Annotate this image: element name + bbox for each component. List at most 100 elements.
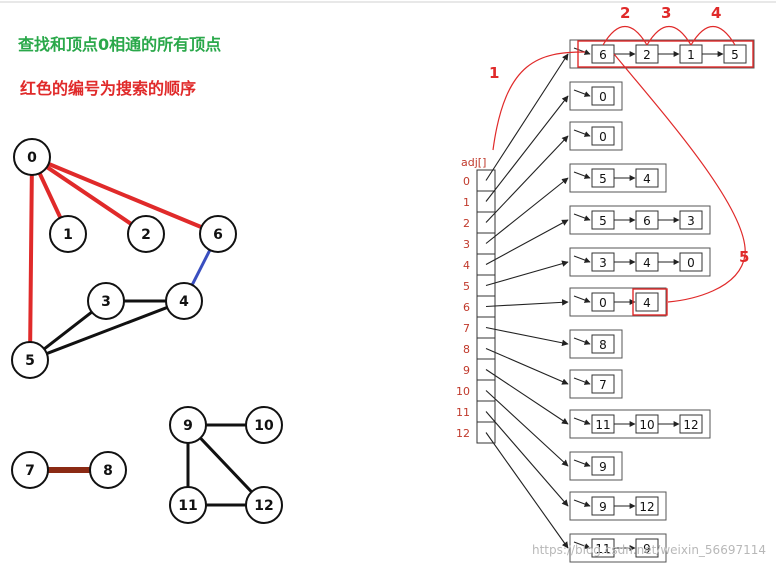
search-order-label-4: 4 [711,4,721,22]
graph-edge-0-5 [28,172,34,345]
graph-edge-0-2 [44,165,134,226]
adj-pointer-7 [485,326,569,347]
search-order-label-2: 2 [620,4,630,22]
adj-pointer-5 [485,260,569,287]
graph-edge-6-4 [190,248,212,287]
adj-array-label: adj[] [461,156,486,169]
graph-vertex-11: 11 [169,486,207,524]
adj-pointer-12 [485,432,569,549]
adj-node-value: 0 [599,130,607,144]
adj-list-10: 9 [569,451,623,481]
graph-edge-0-1 [37,171,63,220]
adj-pointer-8 [485,347,569,385]
adj-node [679,210,703,230]
adj-node [679,252,703,272]
graph-edge-4-5 [45,305,169,356]
adj-node [635,292,659,312]
adj-node-value: 5 [731,48,739,62]
graph-vertex-3: 3 [87,282,125,320]
adj-node [591,334,615,354]
adj-pointer-11 [485,411,569,507]
adj-node [635,168,659,188]
vertex-label: 5 [25,353,35,369]
adj-list-5: 3 4 0 [569,247,711,277]
graph-vertex-10: 10 [245,406,283,444]
adj-pointer-10 [485,390,569,467]
vertex-label: 12 [254,498,273,514]
adj-node-value: 0 [599,296,607,310]
vertex-label: 10 [254,418,274,434]
vertex-label: 1 [63,227,73,243]
search-order-label-1: 1 [489,64,499,82]
vertex-label: 8 [103,463,113,479]
adj-node [591,456,615,476]
graph-edge-0-6 [46,161,204,230]
adj-pointer-2 [485,135,569,223]
graph-vertex-1: 1 [49,215,87,253]
graph-edge-9-12 [198,436,254,494]
adj-node-value: 2 [643,48,651,62]
search-order-label-5: 5 [739,248,749,266]
adj-list-7: 8 [569,329,623,359]
vertex-label: 7 [25,463,35,479]
graph-vertex-12: 12 [245,486,283,524]
adj-pointer-4 [485,219,569,265]
adj-node [679,414,703,434]
adj-node-value: 0 [599,90,607,104]
adj-node-value: 12 [683,418,698,432]
search-arc-2 [602,26,648,46]
graph-vertex-0: 0 [13,138,51,176]
adj-pointer-0 [485,53,569,181]
adj-index-label-5: 5 [463,280,470,293]
graph-vertex-6: 6 [199,215,237,253]
adj-node-value: 10 [639,418,654,432]
adj-list-8: 7 [569,369,623,399]
adj-node-value: 9 [643,542,651,556]
adj-pointer-3 [485,177,569,244]
graph-vertex-7: 7 [11,451,49,489]
adj-node-value: 4 [643,296,651,310]
adj-index-label-9: 9 [463,364,470,377]
adj-index-label-10: 10 [456,385,470,398]
vertex-label: 6 [213,227,223,243]
vertex-label: 11 [178,498,197,514]
adj-node-value: 5 [599,214,607,228]
adj-index-label-0: 0 [463,175,470,188]
search-path-1 [492,51,586,151]
graph-vertex-9: 9 [169,406,207,444]
adj-pointer-1 [485,95,569,202]
adj-index-label-11: 11 [456,406,470,419]
search-arc-3 [646,26,692,46]
adj-list-2: 0 [569,121,623,151]
adj-node-value: 8 [599,338,607,352]
adj-node-value: 6 [599,48,607,62]
adj-index-label-12: 12 [456,427,470,440]
vertex-label: 0 [27,150,37,166]
adj-node-value: 3 [687,214,695,228]
watermark-url: https://blog.csdn.net/weixin_56697114 [531,543,766,557]
adj-node-value: 9 [599,460,607,474]
adj-node [591,86,615,106]
adj-node-value: 5 [599,172,607,186]
vertex-label: 3 [101,294,111,310]
diagram-title: 查找和顶点0相通的所有顶点 [18,35,222,54]
adj-node-value: 4 [643,256,651,270]
adj-node-value: 9 [599,500,607,514]
adj-index-label-3: 3 [463,238,470,251]
adj-pointer-9 [485,369,569,425]
vertex-label: 9 [183,418,193,434]
graph-vertex-8: 8 [89,451,127,489]
adj-pointer-6 [485,299,569,308]
vertex-label: 4 [179,294,189,310]
adj-node-value: 3 [599,256,607,270]
adj-node-value: 0 [687,256,695,270]
adj-index-label-2: 2 [463,217,470,230]
adj-list-1: 0 [569,81,623,111]
graph-vertex-2: 2 [127,215,165,253]
